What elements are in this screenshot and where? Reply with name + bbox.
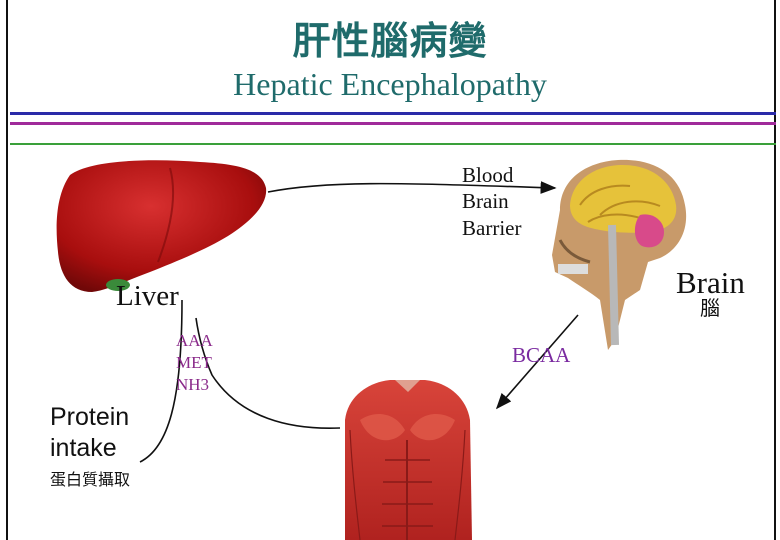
blood-brain-barrier-label: Blood Brain Barrier [462, 162, 521, 241]
liver-label: Liver [116, 278, 179, 314]
liver-illustration [57, 160, 267, 292]
protein-intake-label: Protein intake [50, 402, 129, 465]
brain-label-chinese: 腦 [700, 296, 720, 321]
curve-muscle-to-liver [196, 318, 340, 428]
protein-intake-label-chinese: 蛋白質攝取 [50, 470, 130, 490]
aromatic-amino-acids-label: AAA MET NH3 [176, 330, 213, 396]
muscle-torso-illustration [345, 380, 472, 540]
bcaa-label: BCAA [512, 342, 570, 368]
